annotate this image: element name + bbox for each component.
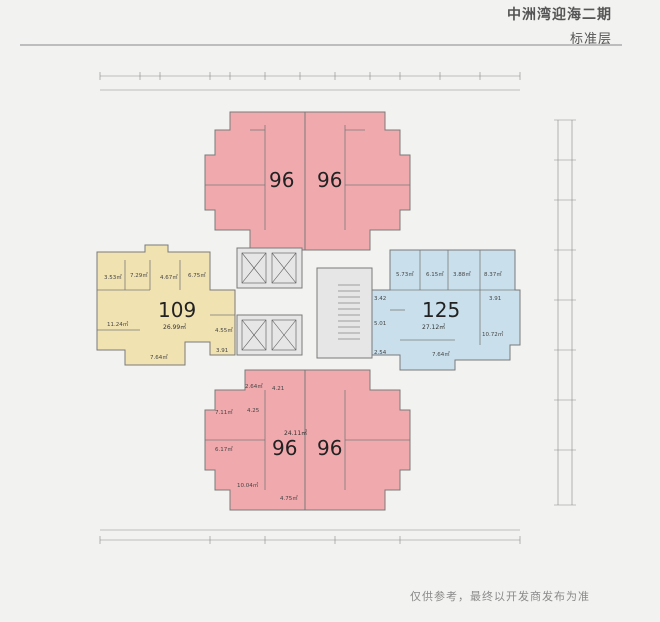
room-area: 4.67㎡ [160, 275, 178, 281]
title-block: 中洲湾迎海二期 标准层 [507, 4, 612, 47]
unit-number-bottom-right: 96 [317, 436, 343, 460]
elevator-marks [241, 252, 297, 351]
room-area: 3.91 [489, 296, 502, 302]
room-area: 10.72㎡ [482, 332, 504, 338]
unit-number-left: 109 [158, 298, 197, 322]
room-area: 7.64㎡ [432, 352, 450, 358]
room-area: 4.25 [247, 408, 260, 414]
room-area: 8.37㎡ [484, 272, 502, 278]
room-area: 2.54 [374, 350, 387, 356]
project-title: 中洲湾迎海二期 [507, 7, 612, 23]
room-area: 11.24㎡ [107, 322, 129, 328]
room-area: 3.42 [374, 296, 387, 302]
dimension-lines [99, 72, 576, 544]
room-area: 7.11㎡ [215, 410, 233, 416]
room-area: 7.29㎡ [130, 273, 148, 279]
room-area: 10.04㎡ [237, 483, 259, 489]
room-area: 3.91 [216, 348, 229, 354]
stair-treads [338, 284, 360, 340]
unit-top-right-shape [304, 111, 411, 251]
room-area: 6.75㎡ [188, 273, 206, 279]
room-area: 6.17㎡ [215, 447, 233, 453]
unit-bottom-left-living-area: 24.11㎡ [284, 430, 308, 437]
disclaimer: 仅供参考，最终以开发商发布为准 [410, 590, 590, 603]
room-area: 2.64㎡ [245, 384, 263, 390]
room-area: 3.53㎡ [104, 275, 122, 281]
room-area: 5.73㎡ [396, 272, 414, 278]
unit-right-living-area: 27.12㎡ [422, 324, 446, 331]
header-divider [20, 44, 622, 46]
room-area: 4.55㎡ [215, 328, 233, 334]
room-area: 4.75㎡ [280, 496, 298, 502]
room-partitions [97, 112, 520, 510]
core [236, 247, 373, 359]
room-area: 6.15㎡ [426, 272, 444, 278]
unit-number-top-left: 96 [269, 168, 295, 192]
unit-number-right: 125 [422, 298, 461, 322]
unit-left-shape [96, 244, 236, 366]
unit-number-top-right: 96 [317, 168, 343, 192]
unit-left-living-area: 26.99㎡ [163, 324, 187, 331]
floor-label: 标准层 [569, 32, 612, 47]
room-area: 5.01 [374, 321, 387, 327]
room-area: 7.64㎡ [150, 355, 168, 361]
room-area: 3.88㎡ [453, 272, 471, 278]
room-area: 4.21 [272, 386, 285, 392]
unit-number-bottom-left: 96 [272, 436, 298, 460]
